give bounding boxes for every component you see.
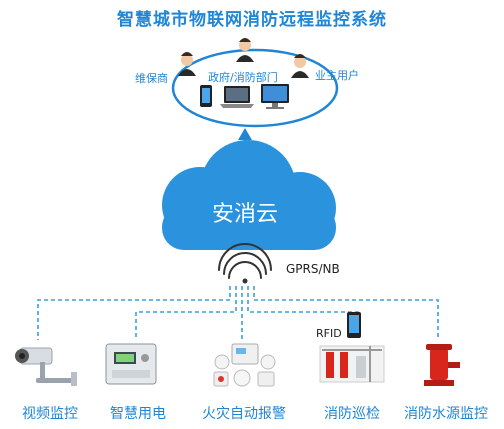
- maintainer-avatar-icon: [178, 52, 196, 76]
- rfid-label: RFID: [316, 327, 342, 340]
- role-label-maintainer: 维保商: [135, 72, 168, 85]
- device-label-electric: 智慧用电: [110, 406, 166, 422]
- pump-room-icon: [319, 345, 385, 383]
- network-dashed-lines: [37, 286, 439, 340]
- user-group-ellipse: [171, 48, 339, 128]
- phone-icon: [200, 85, 212, 107]
- owner-avatar-icon: [291, 54, 309, 78]
- cloud-shape: [162, 140, 336, 250]
- electric-meter-icon: [105, 343, 157, 385]
- device-label-fire-alarm: 火灾自动报警: [202, 406, 286, 422]
- wifi-signal-icon: [218, 243, 272, 284]
- rfid-phone-icon: [347, 312, 361, 338]
- water-pump-icon: [424, 344, 460, 386]
- laptop-icon: [220, 86, 254, 108]
- device-label-water: 消防水源监控: [404, 406, 488, 422]
- desktop-computer-icon: [261, 84, 289, 109]
- government-avatar-icon: [236, 38, 254, 62]
- device-label-inspection: 消防巡检: [324, 406, 380, 422]
- role-label-government: 政府/消防部门: [208, 71, 278, 84]
- fire-alarm-icon: [213, 343, 276, 387]
- cloud-label: 安消云: [211, 202, 278, 227]
- device-label-video: 视频监控: [22, 406, 78, 422]
- network-label: GPRS/NB: [286, 262, 340, 276]
- role-label-owner: 业主用户: [315, 69, 359, 82]
- camera-icon: [15, 347, 77, 386]
- page-title: 智慧城市物联网消防远程监控系统: [117, 10, 387, 30]
